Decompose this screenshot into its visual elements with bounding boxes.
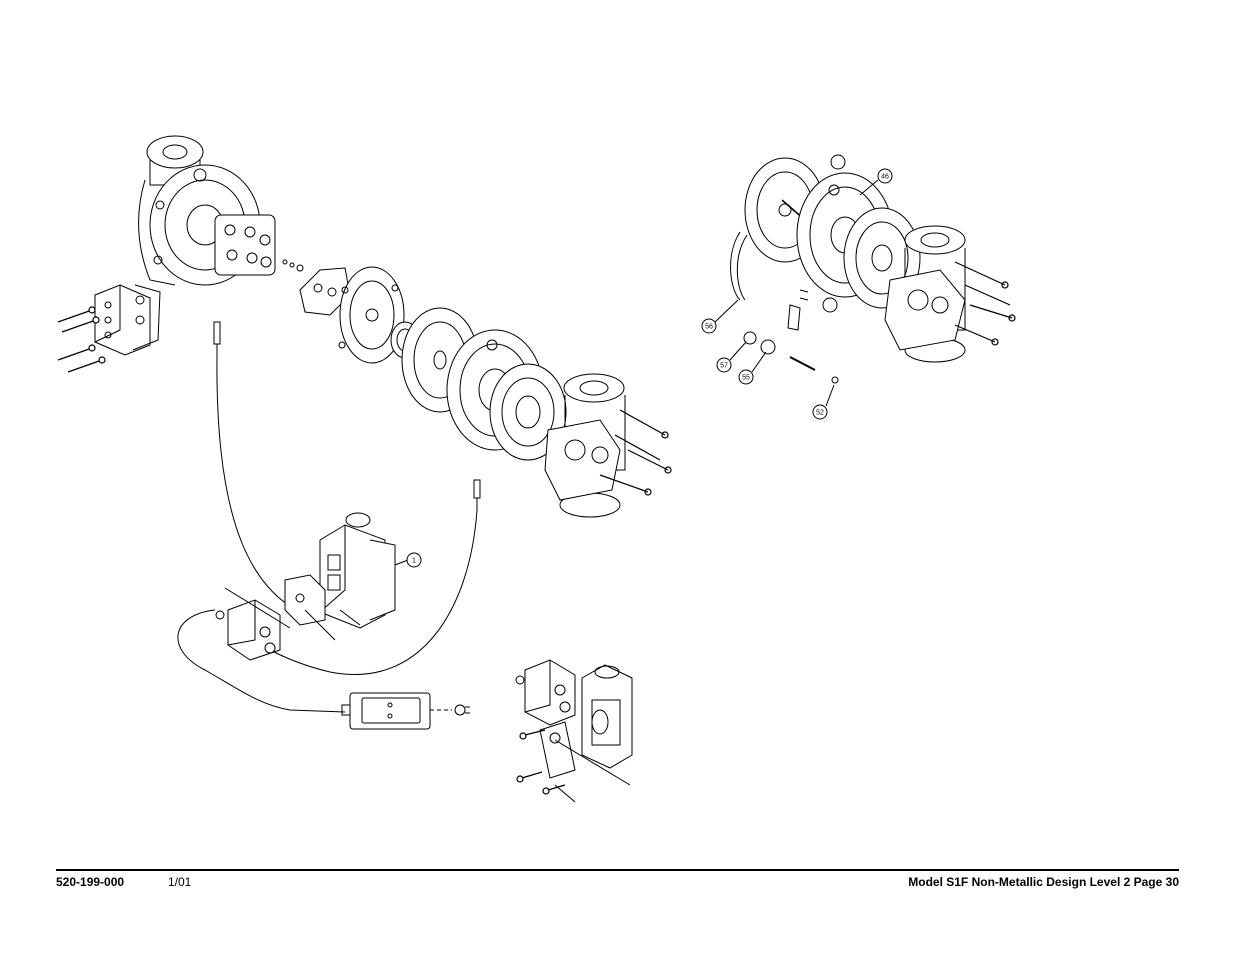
right-callout-leaders	[715, 180, 878, 406]
right-long-bolts	[955, 262, 1015, 345]
callout-57-label: 57	[720, 363, 728, 370]
callout-46-label: 46	[881, 174, 889, 181]
footer-rule	[56, 869, 1179, 871]
left-sensor-cable	[214, 322, 320, 620]
left-bolts	[58, 307, 105, 372]
junction-box	[178, 588, 360, 712]
left-long-bolts	[600, 410, 671, 495]
callout-55-label: 55	[742, 375, 750, 382]
callout-1-label: 1	[412, 558, 416, 565]
callout-56-label: 56	[705, 324, 713, 331]
footer-doc-number: 520-199-000	[56, 875, 125, 889]
solenoid-block	[285, 513, 408, 628]
left-valve-block	[95, 285, 160, 355]
right-pump-assembly	[745, 155, 965, 362]
lower-screws	[517, 730, 565, 794]
left-outer-chamber	[545, 374, 625, 517]
footer-title: Model S1F Non-Metallic Design Level 2 Pa…	[908, 875, 1179, 889]
callout-52-label: 52	[816, 410, 824, 417]
exploded-parts-drawing: 1 46 56 57 55 52	[0, 0, 1235, 860]
controller-box	[342, 693, 470, 729]
left-sensor-cable-2	[270, 480, 480, 675]
left-pump-manifold	[139, 136, 303, 285]
right-hose-and-fittings	[731, 232, 838, 383]
lower-small-assembly	[516, 660, 632, 802]
left-water-chamber	[447, 330, 566, 460]
callout-1	[407, 553, 421, 567]
callout-circles-right	[702, 169, 892, 419]
left-diaphragm-plates	[300, 267, 419, 363]
footer-date: 1/01	[168, 875, 192, 889]
